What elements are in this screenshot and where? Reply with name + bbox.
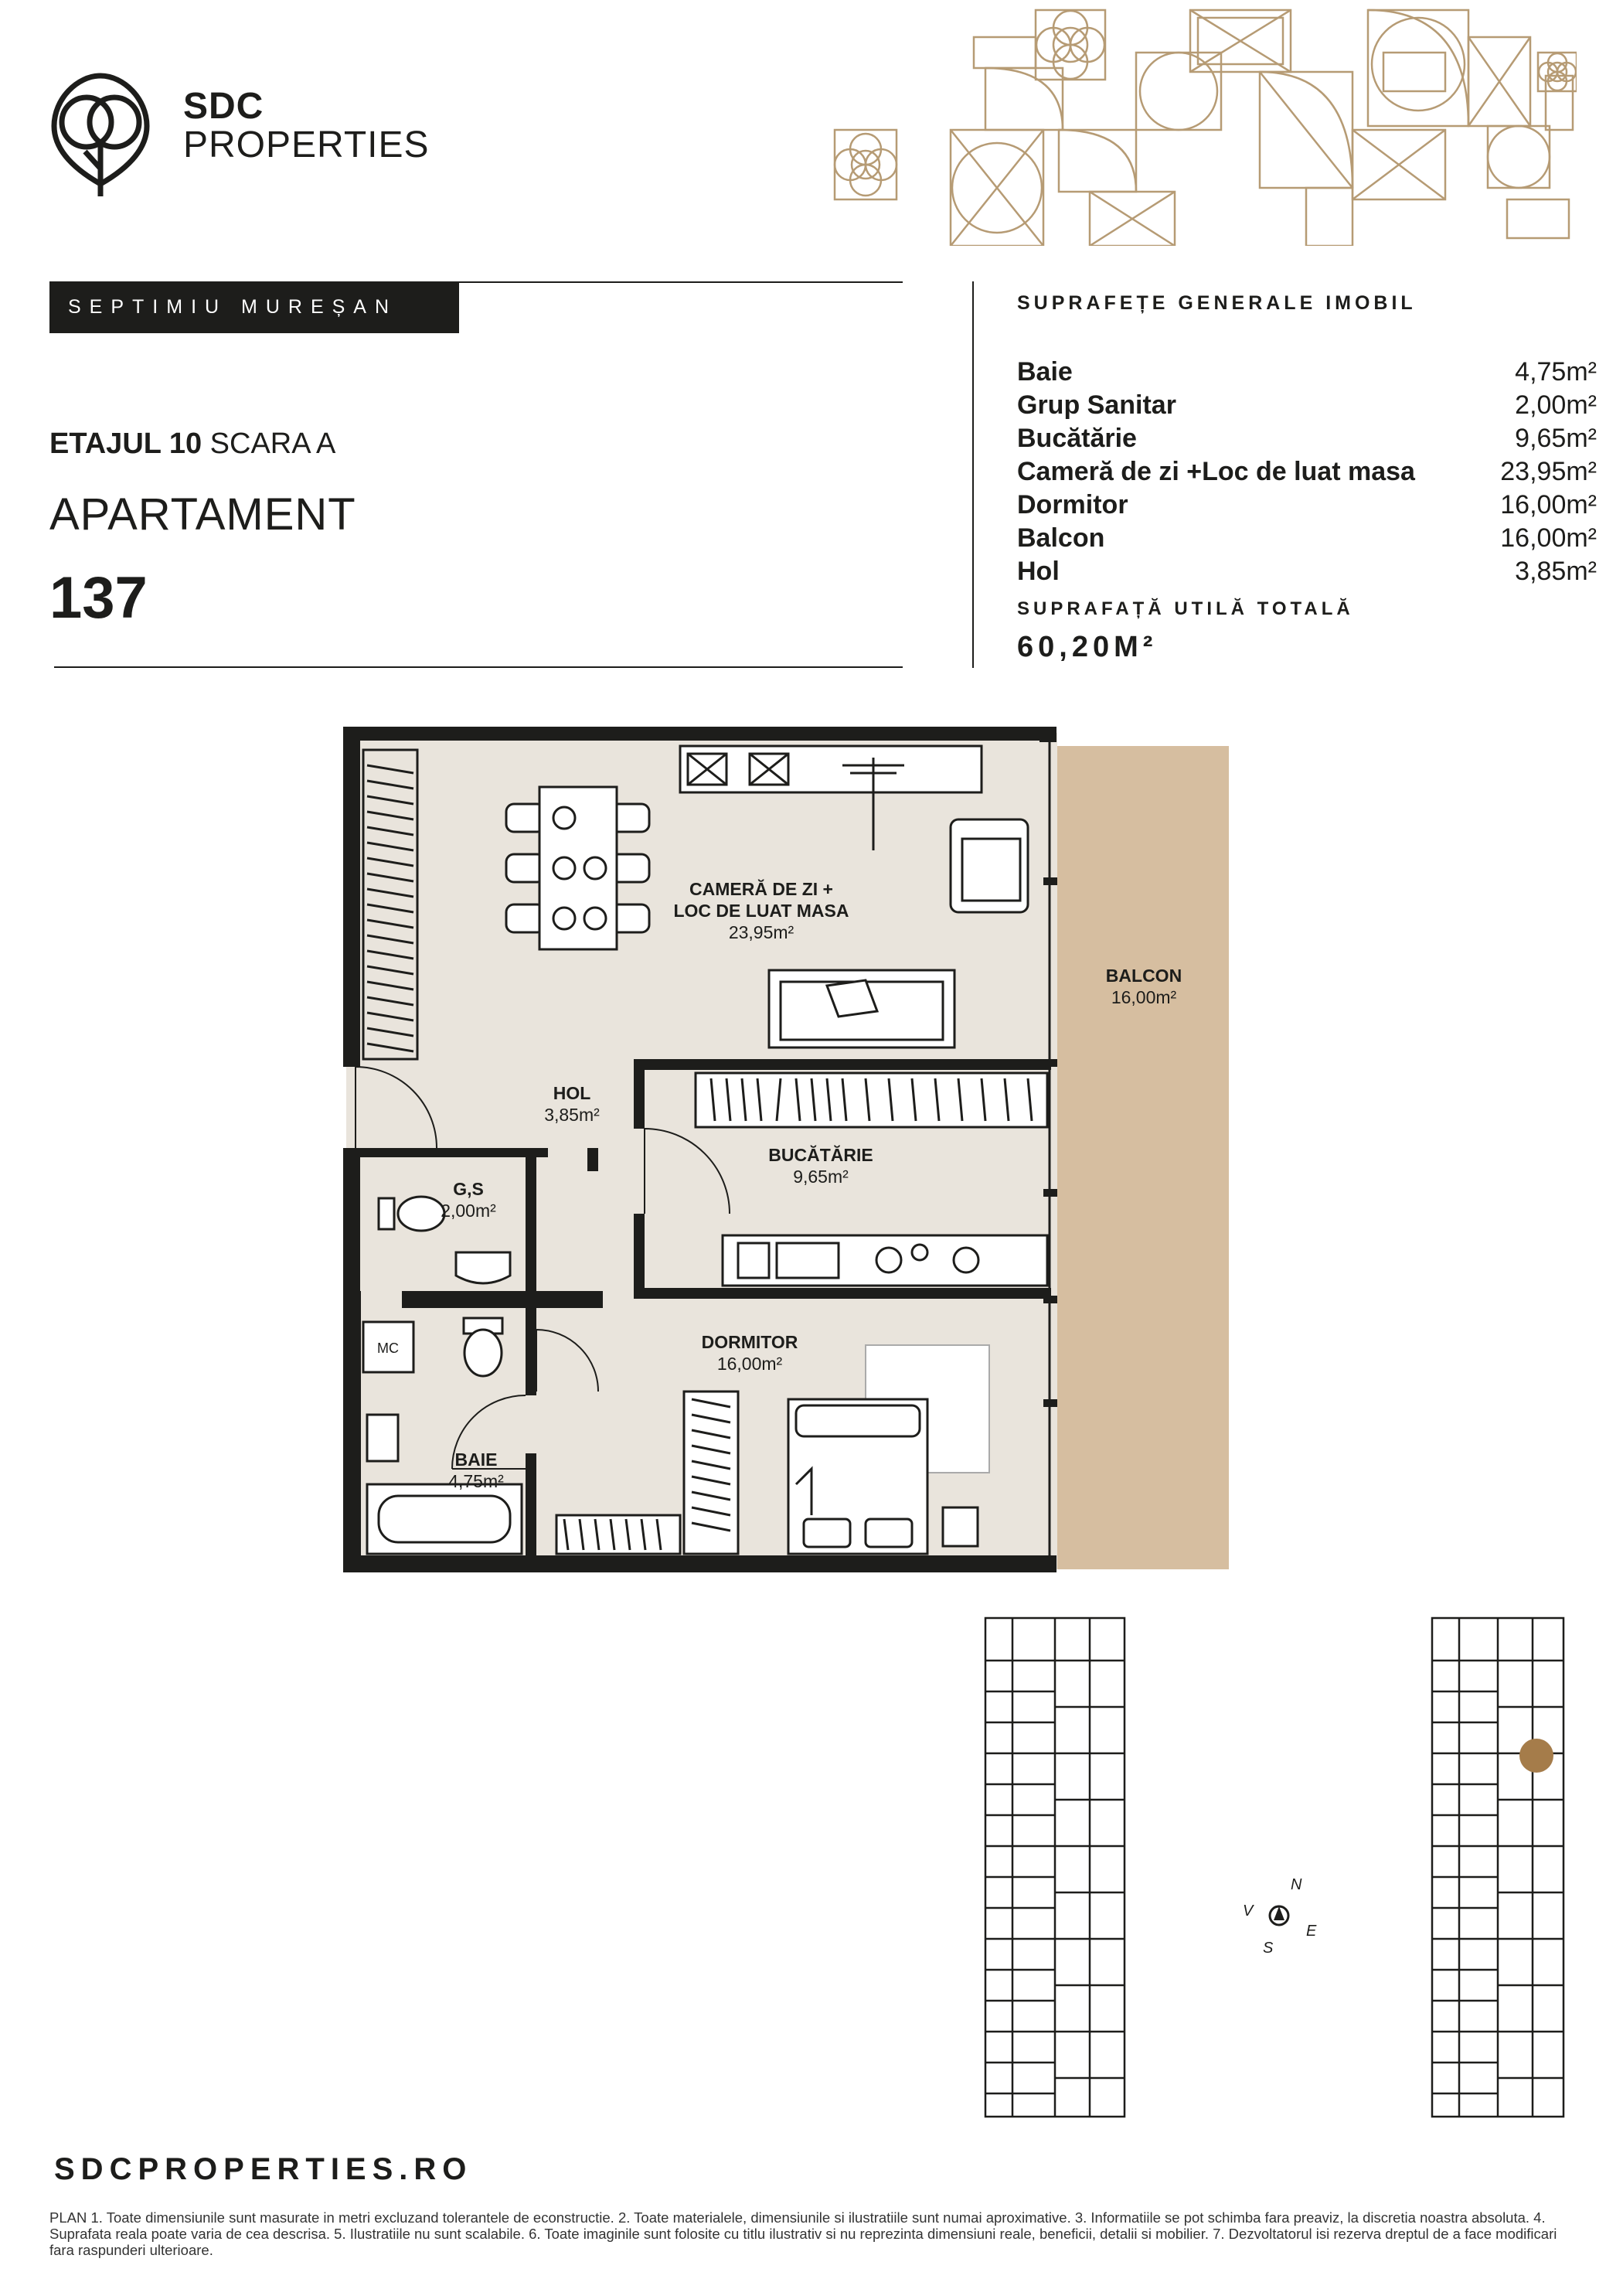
tv-unit <box>679 744 983 850</box>
area-row-value: 16,00m² <box>1500 490 1597 519</box>
bedroom-wardrobes <box>555 1390 740 1555</box>
hall-label: HOL <box>553 1083 591 1103</box>
bath-fixtures <box>362 1317 523 1555</box>
stair-label: SCARA A <box>209 428 336 460</box>
armchair <box>949 818 1029 914</box>
kitchen-upper-cabinets <box>694 1071 1049 1129</box>
area-row-label: Baie <box>1017 357 1073 387</box>
area-row: Grup Sanitar 2,00m² <box>1017 390 1597 424</box>
living-area: 23,95m² <box>729 922 794 942</box>
area-row-label: Balcon <box>1017 523 1105 553</box>
walls <box>343 727 1056 1572</box>
area-row-label: Dormitor <box>1017 490 1128 519</box>
area-row-value: 4,75m² <box>1515 357 1597 387</box>
kitchen-counter <box>721 1234 1049 1287</box>
bed <box>787 1398 929 1555</box>
apartment-type-label: APARTAMENT <box>49 489 356 540</box>
building-key-plan-left <box>984 1616 1126 2118</box>
living-label-line1: CAMERĂ DE ZI + <box>689 878 833 899</box>
building-key-plan-right <box>1431 1616 1565 2118</box>
bath-label: BAIE <box>455 1449 498 1470</box>
brand-name-line2: PROPERTIES <box>183 124 430 165</box>
project-name: SEPTIMIU MUREȘAN <box>49 281 459 333</box>
area-row-value: 16,00m² <box>1500 523 1597 553</box>
header-divider-top <box>49 281 903 283</box>
wc-label: G,S <box>453 1179 484 1199</box>
wardrobe-left <box>362 748 419 1061</box>
balcony-area <box>1057 746 1229 1569</box>
bath-area: 4,75m² <box>448 1471 504 1491</box>
header-vertical-divider <box>972 281 974 668</box>
area-row-value: 2,00m² <box>1515 390 1597 420</box>
area-row-value: 23,95m² <box>1500 457 1597 486</box>
total-area-title: SUPRAFAȚĂ UTILĂ TOTALĂ <box>1017 598 1354 619</box>
apartment-location-marker <box>1519 1739 1553 1773</box>
area-row-label: Hol <box>1017 557 1060 586</box>
floor-label: ETAJUL 10 <box>49 428 202 460</box>
header-divider-bottom <box>54 666 903 668</box>
area-row-label: Bucătărie <box>1017 424 1137 453</box>
decorative-pattern <box>833 9 1577 246</box>
apartment-number: 137 <box>49 565 148 631</box>
compass-south: S <box>1263 1940 1274 1957</box>
area-row-label: Grup Sanitar <box>1017 390 1176 420</box>
area-row: Baie 4,75m² <box>1017 357 1597 390</box>
wc-area: 2,00m² <box>441 1201 496 1221</box>
area-row: Hol 3,85m² <box>1017 557 1597 590</box>
compass-west: V <box>1243 1903 1254 1920</box>
balcony-label: BALCON <box>1106 966 1182 986</box>
dining-table <box>505 785 651 951</box>
total-area-value: 60,20M² <box>1017 631 1158 663</box>
sofa <box>767 969 956 1049</box>
compass-east: E <box>1306 1923 1317 1940</box>
kitchen-label: BUCĂTĂRIE <box>768 1144 873 1165</box>
wc-fixtures <box>377 1195 512 1285</box>
brand-name-line1: SDC <box>183 86 264 127</box>
area-row-label: Cameră de zi +Loc de luat masa <box>1017 457 1415 486</box>
bedroom-label: DORMITOR <box>702 1332 798 1352</box>
floor-plan: CAMERĂ DE ZI + LOC DE LUAT MASA 23,95m² … <box>343 727 1229 1572</box>
area-row: Cameră de zi +Loc de luat masa 23,95m² <box>1017 457 1597 490</box>
bedroom-area: 16,00m² <box>717 1354 783 1374</box>
balcony-area-label: 16,00m² <box>1111 987 1177 1007</box>
kitchen-area: 9,65m² <box>793 1167 849 1187</box>
floor-stair-label: ETAJUL 10 SCARA A <box>49 428 335 461</box>
compass-icon: N V E S <box>1243 1876 1317 1957</box>
washer-label: MC <box>377 1340 399 1356</box>
compass-north: N <box>1291 1876 1302 1893</box>
hall-area: 3,85m² <box>544 1105 600 1125</box>
area-row: Bucătărie 9,65m² <box>1017 424 1597 457</box>
living-label-line2: LOC DE LUAT MASA <box>673 901 849 921</box>
brand-logo-icon <box>51 73 150 196</box>
area-row-value: 3,85m² <box>1515 557 1597 586</box>
area-row: Dormitor 16,00m² <box>1017 490 1597 523</box>
areas-title: SUPRAFEȚE GENERALE IMOBIL <box>1017 292 1417 314</box>
area-row-value: 9,65m² <box>1515 424 1597 453</box>
disclaimer-text: PLAN 1. Toate dimensiunile sunt masurate… <box>49 2209 1557 2258</box>
website-link[interactable]: SDCPROPERTIES.RO <box>54 2152 473 2186</box>
area-row: Balcon 16,00m² <box>1017 523 1597 557</box>
